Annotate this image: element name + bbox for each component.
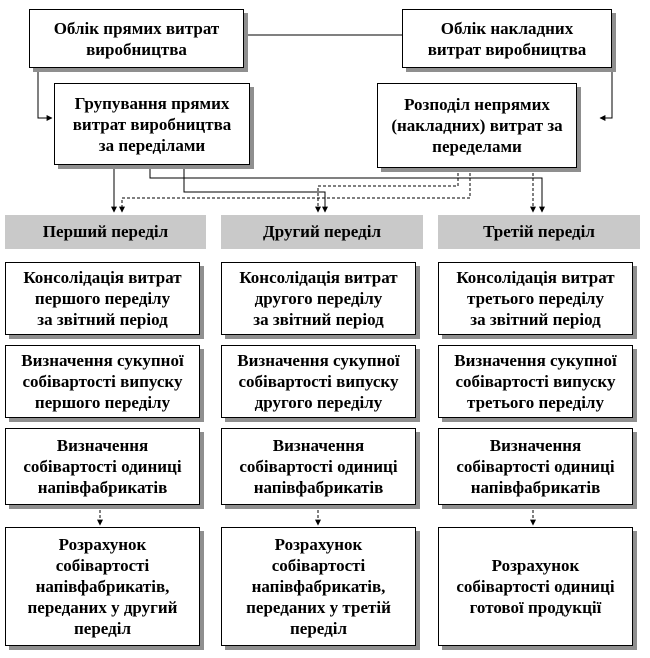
overhead-costs-accounting-box: Облік накладних витрат виробництва [402,9,612,68]
calculation-box-first: Розрахунок собівартості напівфабрикатів,… [5,527,200,646]
indirect-costs-distribution-box: Розподіл непрямих (накладних) витрат за … [377,83,577,168]
calculation-box-third: Розрахунок собівартості одиниці готової … [438,527,633,646]
unit-cost-box-second: Визначення собівартості одиниці напівфаб… [221,428,416,505]
stage-header-third: Третій переділ [438,215,640,249]
unit-cost-box-first: Визначення собівартості одиниці напівфаб… [5,428,200,505]
total-cost-box-second: Визначення сукупної собівартості випуску… [221,345,416,418]
consolidation-box-first: Консолідація витрат першого переділу за … [5,262,200,335]
direct-costs-accounting-box: Облік прямих витрат виробництва [29,9,244,68]
unit-cost-box-third: Визначення собівартості одиниці напівфаб… [438,428,633,505]
total-cost-box-third: Визначення сукупної собівартості випуску… [438,345,633,418]
total-cost-box-first: Визначення сукупної собівартості випуску… [5,345,200,418]
calculation-box-second: Розрахунок собівартості напівфабрикатів,… [221,527,416,646]
stage-header-second: Другий переділ [221,215,423,249]
consolidation-box-third: Консолідація витрат третього переділу за… [438,262,633,335]
direct-costs-grouping-box: Групування прямих витрат виробництва за … [54,83,250,165]
stage-header-first: Перший переділ [5,215,206,249]
consolidation-box-second: Консолідація витрат другого переділу за … [221,262,416,335]
